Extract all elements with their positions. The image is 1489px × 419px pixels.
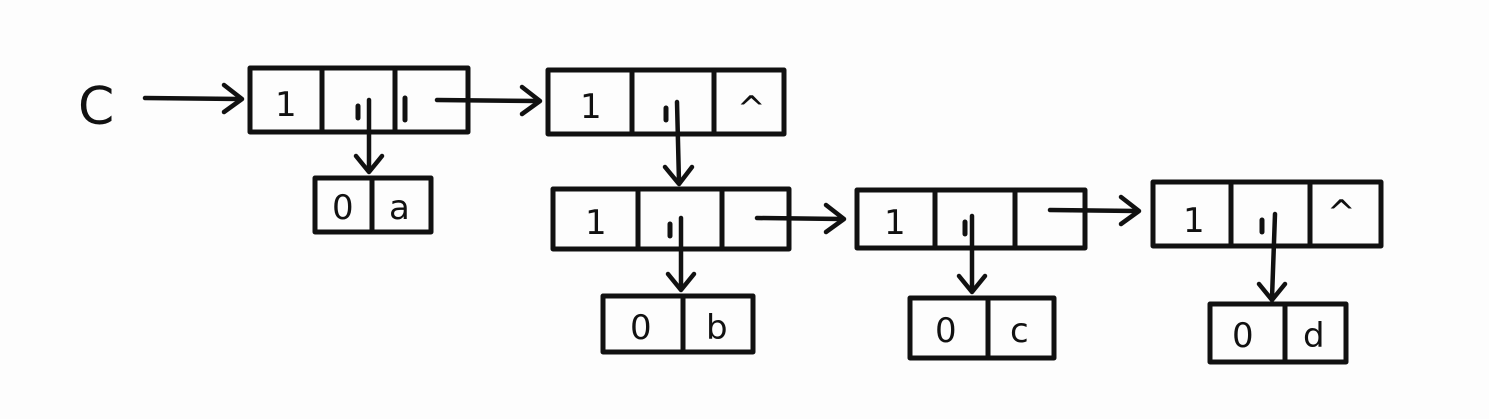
atom-a-value: a: [389, 188, 410, 228]
node-4-tail-pointer: [1047, 194, 1142, 227]
atom-b-value: b: [706, 308, 728, 348]
atom-b-tag: 0: [630, 308, 652, 348]
atom-d: 0 d: [1207, 301, 1349, 365]
node-5-null-tail: ^: [1327, 193, 1356, 233]
node-2-tag: 1: [580, 87, 602, 127]
node-1-head-pointer: [353, 97, 385, 175]
node-3-tail-pointer: [754, 202, 847, 235]
list-node-3: 1: [550, 186, 792, 252]
head-pointer-arrow: [142, 82, 245, 115]
node-5-tag: 1: [1183, 201, 1205, 241]
list-node-5: 1 ^: [1150, 179, 1384, 249]
node-4-tag: 1: [884, 203, 906, 243]
atom-a: 0 a: [312, 175, 434, 235]
atom-d-tag: 0: [1232, 316, 1254, 356]
atom-b: 0 b: [600, 293, 756, 355]
atom-c-tag: 0: [935, 311, 957, 351]
node-5-head-pointer: [1256, 211, 1288, 303]
atom-d-value: d: [1303, 316, 1325, 356]
node-2-null-tail: ^: [737, 89, 766, 129]
node-1-tag: 1: [275, 85, 297, 125]
list-node-2: 1 ^: [545, 67, 787, 137]
head-label: C: [78, 77, 114, 137]
atom-c: 0 c: [907, 295, 1057, 361]
node-2-head-pointer: [662, 99, 695, 187]
atom-a-tag: 0: [332, 188, 354, 228]
node-3-tag: 1: [585, 203, 607, 243]
node-3-head-pointer: [665, 215, 697, 293]
node-4-head-pointer: [956, 213, 988, 295]
atom-c-value: c: [1010, 311, 1029, 351]
node-1-tail-pointer: [434, 84, 543, 117]
